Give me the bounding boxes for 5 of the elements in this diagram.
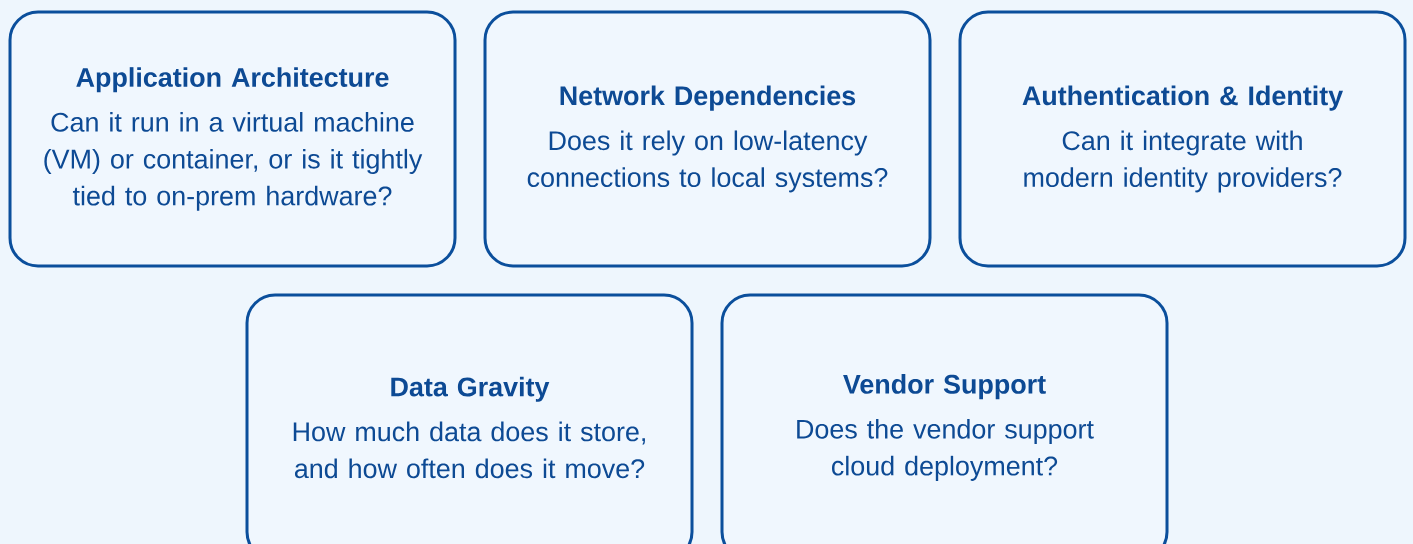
question-card: Authentication & Identity Can it integrate with modern identity providers?: [958, 10, 1407, 268]
question-card: Application Architecture Can it run in a virtual machine (VM) or container, or is it tightly tied to on-prem hardware?: [8, 10, 457, 268]
question-card: Network Dependencies Does it rely on low-latency connections to local systems?: [483, 10, 932, 268]
question-card: Vendor Support Does the vendor support cloud deployment?: [720, 293, 1169, 544]
question-card: Data Gravity How much data does it store, and how often does it move?: [245, 293, 694, 544]
